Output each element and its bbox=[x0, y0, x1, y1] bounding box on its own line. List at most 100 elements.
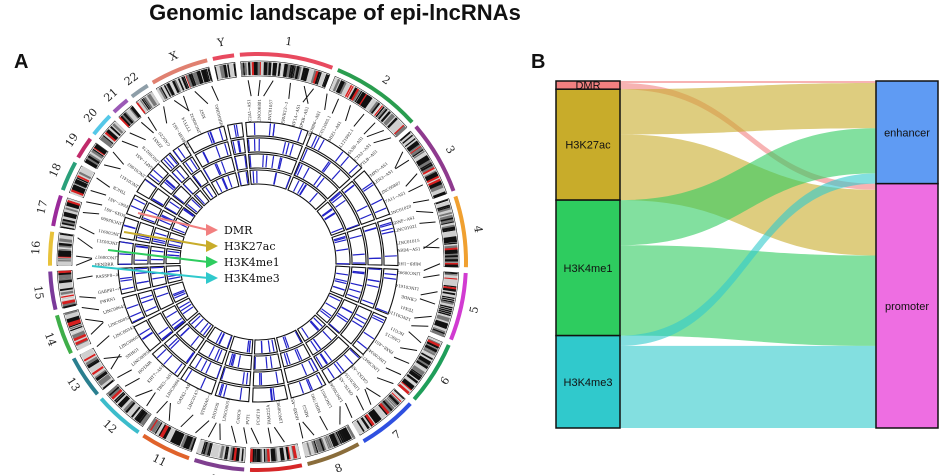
gene-connector bbox=[419, 298, 436, 305]
track-feature bbox=[168, 243, 181, 248]
track-feature bbox=[177, 147, 186, 159]
ideogram-band bbox=[190, 73, 197, 86]
track-feature bbox=[327, 367, 335, 379]
chromosome-label-Y: Y bbox=[215, 35, 226, 49]
track-DMR-segment bbox=[374, 268, 399, 315]
ideogram-band bbox=[185, 74, 194, 88]
track-H3K4me3-segment bbox=[249, 169, 292, 190]
track-feature bbox=[344, 184, 355, 193]
track-feature bbox=[168, 276, 181, 280]
gene-label: PCAT19 bbox=[256, 408, 261, 425]
sankey-link-DMR-promoter bbox=[620, 83, 876, 190]
track-feature bbox=[203, 324, 212, 336]
ideogram-band bbox=[72, 185, 86, 193]
ideogram-band bbox=[309, 441, 315, 455]
gene-label: LINC00645 bbox=[102, 303, 126, 315]
track-H3K27ac-segment bbox=[194, 141, 232, 168]
ideogram-band bbox=[435, 318, 449, 324]
track-feature bbox=[371, 198, 383, 206]
gene-label: GABPB1−AS1 bbox=[97, 285, 126, 295]
ideogram-band bbox=[57, 260, 72, 265]
track-feature bbox=[376, 307, 388, 314]
track-feature bbox=[141, 331, 153, 340]
track-feature bbox=[313, 317, 323, 327]
arrowhead-H3K4me1 bbox=[206, 256, 218, 268]
track-feature bbox=[367, 279, 380, 283]
gene-label: STARD4−AS1 bbox=[392, 246, 421, 253]
ideogram-band bbox=[276, 62, 279, 77]
track-feature bbox=[185, 162, 194, 173]
ideogram-band bbox=[124, 401, 136, 414]
track-feature bbox=[372, 314, 385, 321]
track-feature bbox=[329, 323, 340, 333]
track-feature bbox=[180, 303, 192, 312]
gene-connector bbox=[124, 377, 140, 387]
chromosome-label-21: 21 bbox=[101, 86, 120, 105]
ideogram-band bbox=[282, 446, 288, 461]
chromosome-label-4: 4 bbox=[471, 225, 485, 234]
ideogram-band bbox=[70, 325, 83, 332]
ideogram-band bbox=[91, 149, 104, 159]
ideogram-band bbox=[67, 199, 81, 206]
chromosome-arc-9 bbox=[249, 463, 303, 472]
track-feature bbox=[298, 381, 304, 394]
ideogram-band bbox=[73, 333, 87, 342]
ideogram-band bbox=[152, 421, 162, 434]
ideogram-band bbox=[86, 358, 99, 367]
track-feature bbox=[272, 388, 276, 401]
track-feature bbox=[313, 136, 320, 149]
gene-connector bbox=[103, 164, 121, 170]
ideogram-band bbox=[102, 379, 114, 390]
track-feature bbox=[149, 173, 160, 183]
ideogram-band bbox=[99, 137, 112, 148]
ideogram-band bbox=[335, 80, 345, 94]
gene-connector bbox=[257, 79, 261, 97]
track-feature bbox=[119, 276, 132, 280]
track-feature bbox=[384, 273, 397, 276]
ideogram-band bbox=[426, 341, 440, 349]
ideogram-band bbox=[441, 293, 456, 299]
ideogram-band bbox=[331, 433, 339, 446]
track-feature bbox=[277, 157, 282, 170]
ideogram-band bbox=[161, 425, 169, 438]
ideogram-band bbox=[357, 419, 367, 432]
ideogram-band bbox=[418, 159, 432, 170]
ideogram-band bbox=[370, 102, 381, 115]
ideogram-band bbox=[328, 434, 336, 448]
track-feature bbox=[169, 201, 180, 209]
track-H3K27ac-segment bbox=[147, 312, 174, 342]
track-feature bbox=[244, 155, 247, 168]
ideogram-band bbox=[257, 61, 261, 76]
ideogram-band bbox=[375, 106, 385, 118]
ideogram-band bbox=[355, 91, 365, 104]
ideogram-band bbox=[80, 348, 94, 357]
ideogram-band bbox=[388, 118, 400, 130]
chromosome-label-16: 16 bbox=[29, 240, 43, 255]
track-H3K4me1-segment bbox=[279, 343, 311, 368]
ideogram-band bbox=[316, 72, 323, 85]
ideogram-band bbox=[346, 85, 354, 98]
ideogram-band bbox=[432, 191, 447, 199]
track-feature bbox=[161, 331, 172, 340]
track-feature bbox=[170, 339, 180, 350]
gene-label: LINC00992 bbox=[396, 270, 420, 277]
ideogram-band bbox=[119, 115, 131, 128]
ideogram-band bbox=[100, 377, 113, 388]
ideogram-band bbox=[188, 73, 195, 87]
gene-connector bbox=[363, 122, 376, 135]
track-feature bbox=[349, 234, 362, 239]
chromosome-arc-1 bbox=[239, 52, 334, 70]
chromosome-label-8: 8 bbox=[333, 461, 344, 475]
track-feature bbox=[311, 135, 318, 148]
ideogram-band bbox=[111, 124, 123, 135]
gene-connector bbox=[273, 426, 285, 443]
ideogram-band bbox=[114, 121, 125, 133]
track-H3K4me3-segment bbox=[316, 201, 346, 237]
track-feature bbox=[158, 326, 169, 335]
ideogram-band bbox=[233, 63, 237, 77]
ideogram-band bbox=[76, 340, 90, 349]
ideogram-band bbox=[355, 420, 365, 433]
track-feature bbox=[207, 132, 213, 144]
sankey-link-H3K4me3-promoter bbox=[620, 345, 876, 428]
gene-connector bbox=[90, 321, 104, 335]
